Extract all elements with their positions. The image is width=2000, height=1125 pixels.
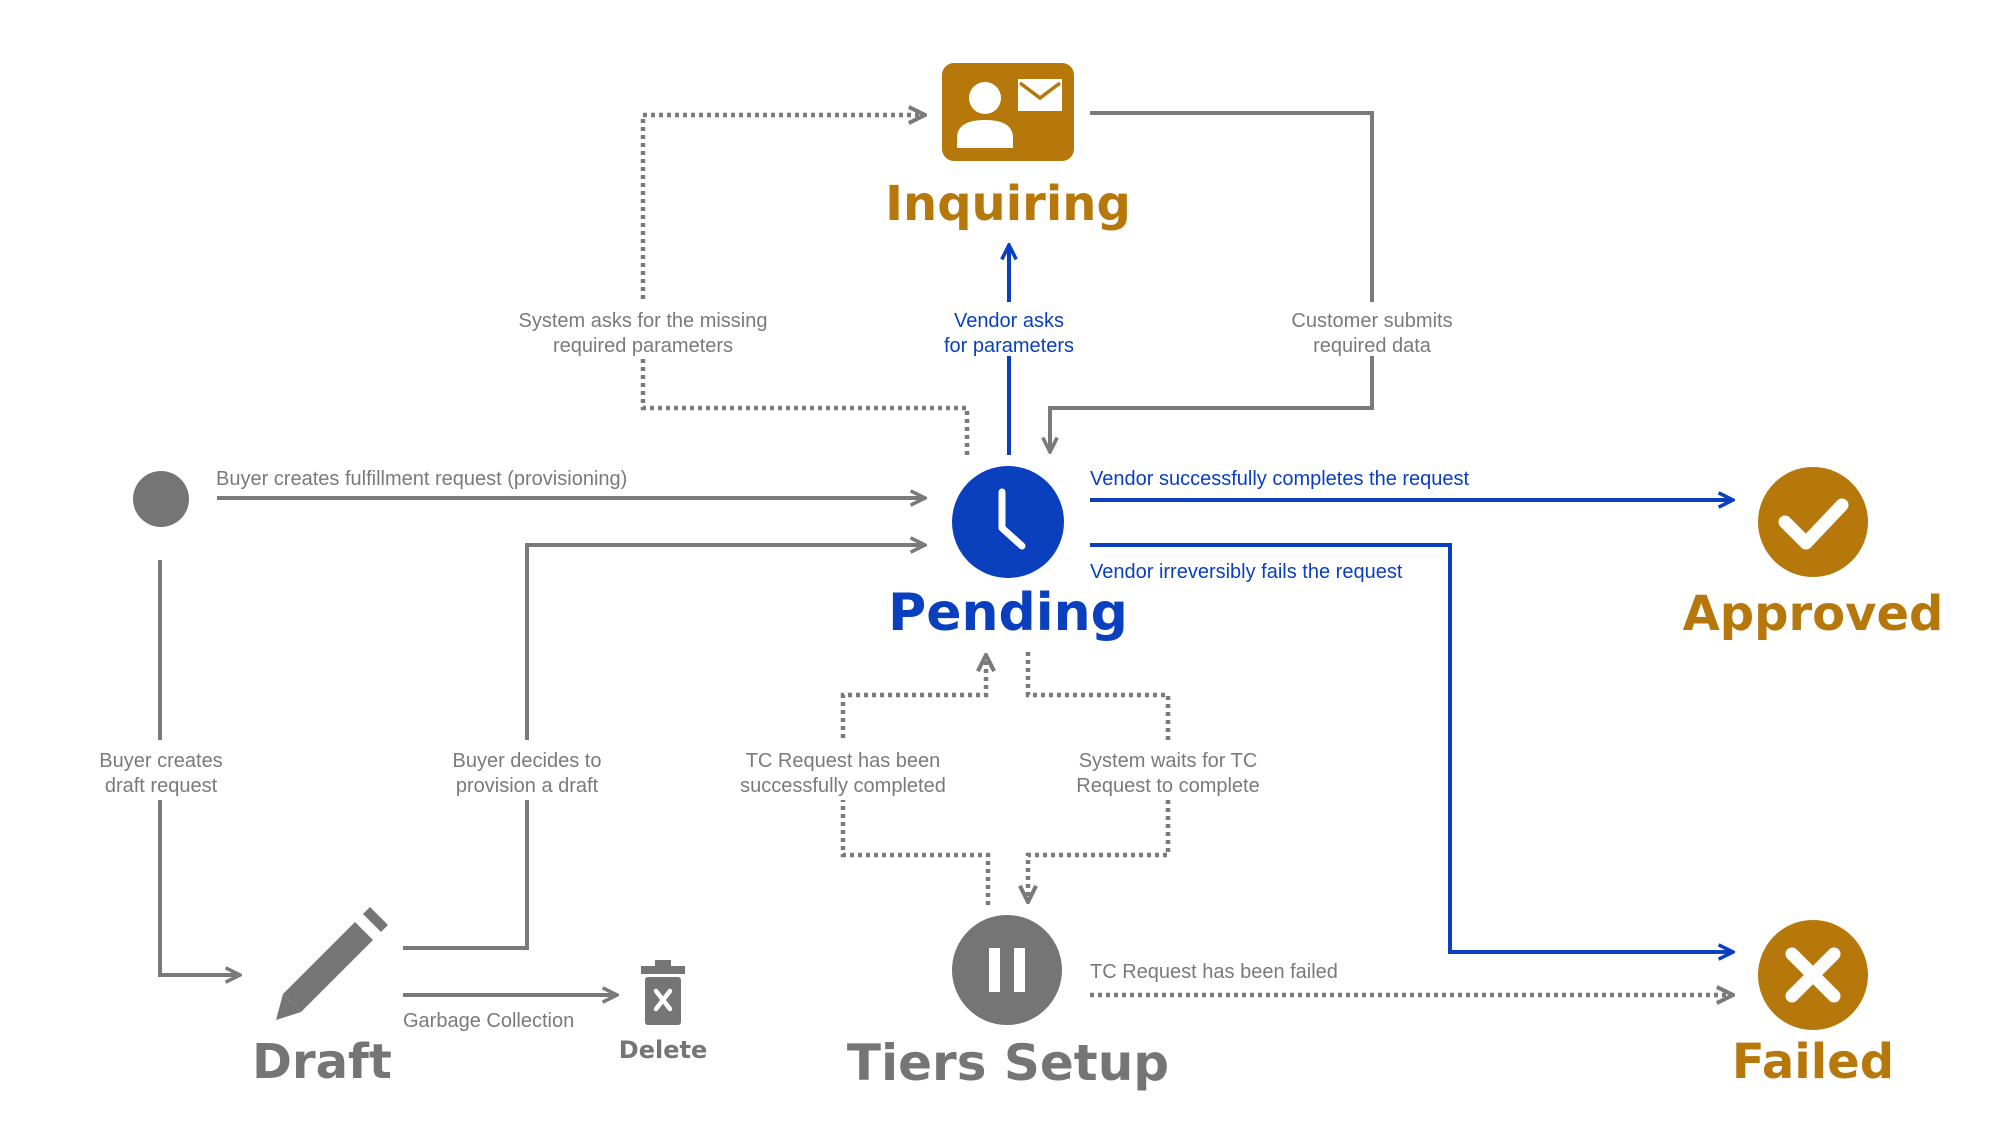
label-line: for parameters (944, 335, 1074, 357)
clock-icon (952, 466, 1064, 578)
label-customer-submits: Customer submits required data (1282, 302, 1462, 357)
state-delete: Delete (619, 1036, 707, 1064)
label-system-asks: System asks for the missing required par… (505, 302, 781, 357)
label-vendor-asks: Vendor asks for parameters (935, 302, 1083, 357)
label-line: TC Request has been (746, 750, 941, 772)
edge-system-asks (640, 115, 970, 455)
label-garbage-collection: Garbage Collection (403, 1010, 574, 1032)
trash-icon (641, 960, 685, 1025)
label-buyer-provisions-draft: Buyer decides to provision a draft (440, 740, 616, 800)
state-draft: Draft (252, 1034, 392, 1090)
label-buyer-creates-draft: Buyer creates draft request (88, 740, 232, 800)
start-dot-icon (133, 471, 189, 527)
edge-customer-submits (1050, 111, 1374, 452)
label-vendor-fails: Vendor irreversibly fails the request (1090, 561, 1403, 583)
edge-vendor-fails (1090, 543, 1733, 952)
state-failed: Failed (1732, 1034, 1894, 1090)
state-inquiring: Inquiring (885, 176, 1131, 232)
x-mark-icon (1758, 920, 1868, 1030)
label-tc-completed: TC Request has been successfully complet… (730, 740, 956, 800)
label-line: required parameters (553, 335, 733, 357)
state-approved: Approved (1683, 586, 1944, 642)
label-line: Buyer decides to (453, 750, 602, 772)
label-line: Buyer creates (99, 750, 222, 772)
edge-buyer-creates-draft (158, 560, 240, 975)
pause-icon (952, 915, 1062, 1025)
state-tiers-setup: Tiers Setup (847, 1034, 1169, 1092)
label-tc-failed: TC Request has been failed (1090, 961, 1338, 983)
label-line: required data (1313, 335, 1432, 357)
label-line: Request to complete (1076, 775, 1259, 797)
label-vendor-completes: Vendor successfully completes the reques… (1090, 468, 1470, 490)
label-system-waits: System waits for TC Request to complete (1068, 740, 1268, 800)
pencil-icon (276, 907, 388, 1020)
edge-system-waits (1028, 652, 1171, 902)
label-line: Vendor asks (954, 310, 1064, 332)
label-line: provision a draft (456, 775, 599, 797)
state-pending: Pending (888, 583, 1128, 643)
label-buyer-creates-fulfillment: Buyer creates fulfillment request (provi… (216, 468, 627, 490)
label-line: Customer submits (1291, 310, 1452, 332)
label-line: successfully completed (740, 775, 946, 797)
label-line: System waits for TC (1079, 750, 1258, 772)
checkmark-icon (1758, 467, 1868, 577)
label-line: draft request (105, 775, 218, 797)
contact-card-icon (942, 63, 1074, 161)
label-line: System asks for the missing (519, 310, 768, 332)
